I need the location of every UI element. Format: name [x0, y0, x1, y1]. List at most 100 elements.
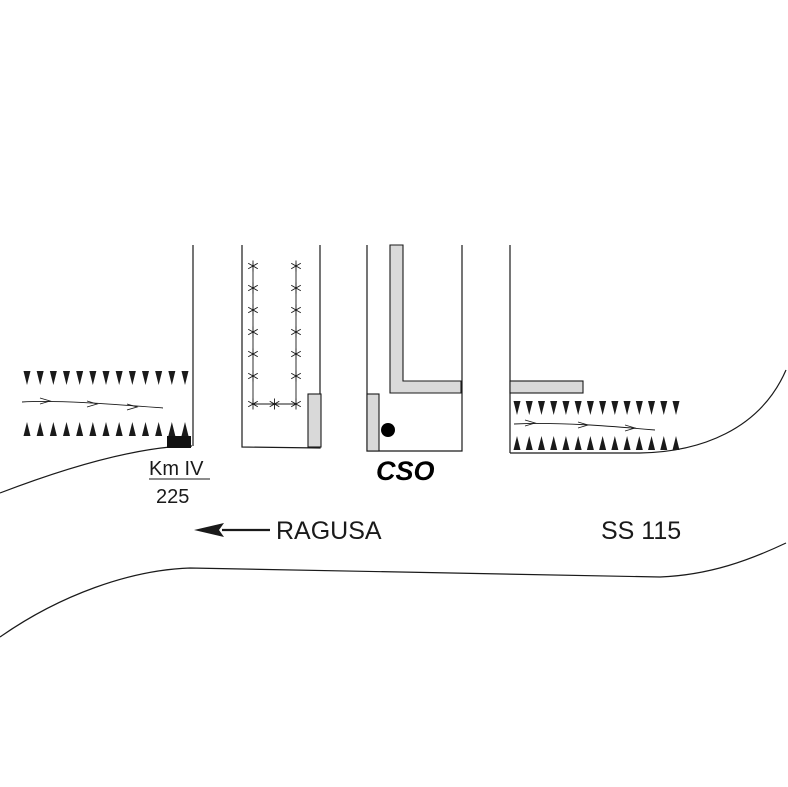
road-south-edge — [0, 542, 787, 638]
tree-marker-icon — [599, 401, 607, 415]
tree-marker-icon — [586, 401, 594, 415]
tree-marker-icon — [513, 401, 521, 415]
star-marker-icon — [290, 370, 302, 382]
tree-marker-icon — [76, 371, 84, 385]
tree-marker-icon — [23, 422, 31, 436]
left-tree-row-top — [23, 371, 189, 385]
tree-marker-icon — [142, 422, 149, 436]
plantation-star-markers — [247, 260, 302, 410]
star-marker-icon — [247, 304, 259, 316]
right-stream-arrow-3 — [624, 424, 637, 432]
left-stream-arrow-3 — [126, 403, 139, 411]
tree-marker-icon — [23, 371, 31, 385]
cso-wall-inner — [366, 393, 380, 452]
tree-marker-icon — [155, 371, 163, 385]
tree-marker-icon — [648, 401, 656, 415]
km-label-top: Km IV — [149, 458, 204, 480]
right-stream-line — [513, 423, 656, 431]
tree-marker-icon — [635, 401, 643, 415]
tree-marker-icon — [648, 436, 656, 450]
tree-marker-icon — [623, 436, 631, 450]
left-stream-arrow-1 — [39, 397, 52, 405]
star-marker-icon — [247, 326, 259, 338]
cso-site-outline — [366, 245, 463, 452]
tree-marker-icon — [128, 371, 136, 385]
tree-marker-icon — [102, 422, 110, 436]
tree-marker-icon — [168, 422, 176, 436]
left-stream-arrow-2 — [86, 400, 99, 408]
tree-marker-icon — [63, 422, 70, 436]
tree-marker-icon — [550, 436, 558, 450]
star-marker-icon — [290, 348, 302, 360]
km-label-bottom: 225 — [156, 486, 189, 508]
direction-label: RAGUSA — [276, 517, 382, 545]
right-stream-arrow-1 — [524, 419, 537, 427]
tree-marker-icon — [115, 371, 123, 385]
tree-marker-icon — [525, 436, 533, 450]
tree-marker-icon — [63, 371, 70, 385]
star-marker-icon — [247, 282, 259, 294]
tree-marker-icon — [102, 371, 110, 385]
road-north-edge — [0, 445, 193, 494]
tree-marker-icon — [623, 401, 631, 415]
star-marker-icon — [247, 370, 259, 382]
tree-marker-icon — [49, 422, 57, 436]
tree-marker-icon — [155, 422, 163, 436]
road-label: SS 115 — [601, 517, 681, 545]
tree-marker-icon — [635, 436, 643, 450]
tree-marker-icon — [525, 401, 533, 415]
tree-marker-icon — [611, 401, 619, 415]
tree-marker-icon — [550, 401, 558, 415]
tree-marker-icon — [672, 401, 680, 415]
star-marker-icon — [290, 304, 302, 316]
tree-marker-icon — [168, 371, 176, 385]
tree-marker-icon — [89, 371, 97, 385]
tree-marker-icon — [672, 436, 680, 450]
right-wall — [509, 380, 584, 394]
tree-marker-icon — [562, 401, 570, 415]
tree-marker-icon — [660, 436, 668, 450]
right-tree-row-top — [513, 401, 680, 415]
star-marker-icon — [290, 398, 302, 410]
tree-marker-icon — [574, 436, 582, 450]
right-tree-row-bottom — [513, 436, 680, 450]
tree-marker-icon — [36, 422, 44, 436]
tree-marker-icon — [537, 401, 545, 415]
tree-marker-icon — [115, 422, 123, 436]
right-stream-arrow-2 — [577, 421, 590, 429]
plantation-hedge — [252, 263, 297, 405]
star-marker-icon — [290, 260, 302, 272]
tree-marker-icon — [513, 436, 521, 450]
road-north-edge-right — [510, 369, 787, 454]
tree-marker-icon — [181, 422, 189, 436]
cso-label: CSO — [376, 456, 435, 486]
tree-marker-icon — [128, 422, 136, 436]
tree-marker-icon — [537, 436, 545, 450]
tree-marker-icon — [562, 436, 570, 450]
tree-marker-icon — [611, 436, 619, 450]
direction-arrow-head — [194, 523, 224, 537]
star-marker-icon — [247, 260, 259, 272]
cso-l-wall — [389, 244, 462, 394]
tree-marker-icon — [586, 436, 594, 450]
star-marker-icon — [290, 326, 302, 338]
tree-marker-icon — [574, 401, 582, 415]
tree-marker-icon — [599, 436, 607, 450]
km-marker-stone — [167, 436, 191, 448]
tree-marker-icon — [89, 422, 97, 436]
plot-wall-left — [307, 393, 322, 448]
tree-marker-icon — [181, 371, 189, 385]
cso-station-dot — [381, 423, 395, 437]
star-marker-icon — [269, 398, 280, 410]
left-stream-line — [21, 401, 164, 409]
star-marker-icon — [247, 398, 259, 410]
plantation-plot-outline — [241, 245, 321, 449]
left-tree-row-bottom — [23, 422, 189, 436]
tree-marker-icon — [36, 371, 44, 385]
star-marker-icon — [247, 348, 259, 360]
tree-marker-icon — [76, 422, 84, 436]
tree-marker-icon — [49, 371, 57, 385]
tree-marker-icon — [660, 401, 668, 415]
star-marker-icon — [290, 282, 302, 294]
